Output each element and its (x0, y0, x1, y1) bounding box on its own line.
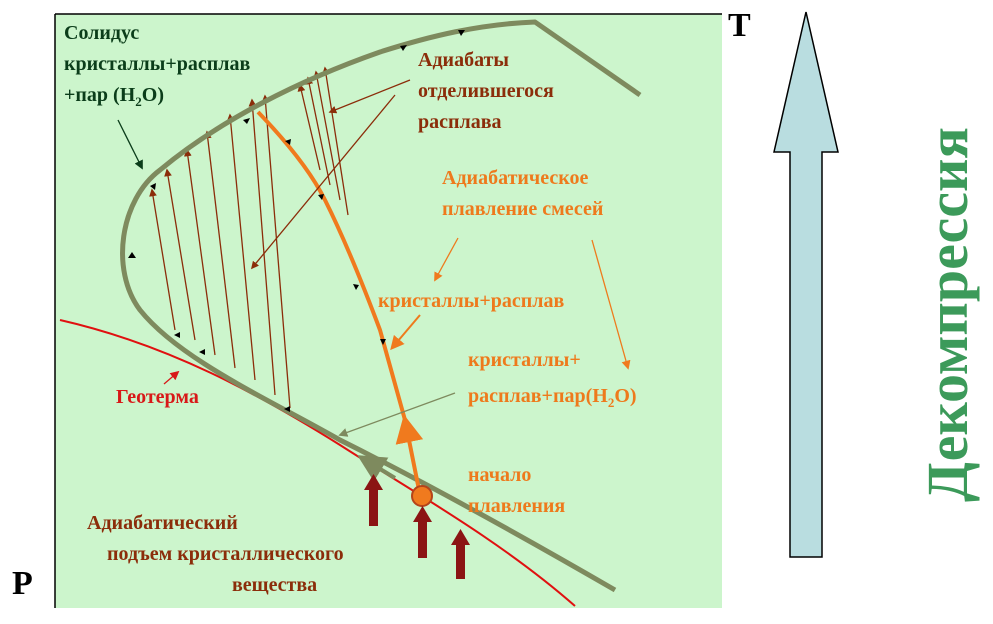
tick-arrow (150, 183, 156, 190)
ascent-label-line1: Адиабатический (87, 512, 238, 534)
geotherm-pointer (163, 370, 180, 385)
tick-arrow (174, 332, 180, 338)
crystals-melt-vapor-part: расплав+пар(H (468, 385, 608, 407)
tick-arrow (128, 252, 136, 258)
melting-pointer (591, 239, 631, 370)
ascent-label-line3: вещества (232, 574, 317, 596)
crystals-melt-vapor-part: O) (614, 385, 636, 407)
adiabat-line (164, 168, 196, 341)
solidus-label-line1: Солидус (64, 22, 139, 44)
adiabat-line (248, 98, 276, 396)
melt-trajectory (256, 110, 407, 421)
crystals-melt-vapor-pointer (338, 392, 456, 437)
adiabat-line (261, 94, 291, 409)
decompression-arrow (773, 11, 839, 558)
adiabatic-melting-path (395, 414, 424, 496)
ascent-label-line2: подъем кристаллического (107, 543, 344, 565)
melting-start-label-line1: начало (468, 464, 531, 486)
melting-start-label-line2: плавления (468, 495, 565, 517)
adiabat-line (322, 66, 349, 216)
axis-t-label: Т (728, 7, 751, 44)
tick-arrow (458, 30, 465, 36)
melting-start-point (411, 485, 433, 507)
adiabats-label-line2: отделившегося (418, 80, 554, 102)
adiabat-line (149, 188, 176, 331)
solidus-label-part: +пар (H (64, 84, 136, 106)
adiabat-line (297, 83, 321, 171)
tick-arrow (243, 118, 250, 124)
solidus-label-line2: кристаллы+расплав (64, 53, 250, 75)
adiabats-label-line3: расплава (418, 111, 502, 133)
adiabat-line (305, 76, 331, 186)
crystals-melt-pointer (390, 314, 421, 351)
ascent-arrows (364, 474, 470, 579)
solidus-entry-arrow (357, 455, 397, 482)
ascent-arrow-head (413, 506, 432, 522)
ascent-arrow (364, 474, 383, 526)
tick-arrow (318, 194, 324, 200)
ascent-arrow (451, 529, 470, 579)
crystals-melt-label: кристаллы+расплав (378, 290, 564, 312)
geotherm-curve (59, 319, 576, 607)
tick-arrow (380, 339, 386, 345)
tick-arrow (285, 139, 291, 145)
solidus-label-subscript: 2 (135, 94, 142, 109)
adiabats-label-line1: Адиабаты (418, 49, 509, 71)
melt-adiabats (149, 66, 349, 409)
tick-arrow (199, 349, 205, 355)
solidus-label-line3: +пар (H2O) (64, 84, 164, 109)
solidus-curve (120, 19, 642, 593)
crystals-melt-vapor-label-line1: кристаллы+ (468, 349, 581, 371)
solidus-label-part: O) (142, 84, 164, 106)
adiabat-line (203, 130, 236, 369)
ascent-arrow-shaft (418, 520, 427, 558)
solidus-pointer (117, 119, 143, 170)
adiabatic-melting-label-line1: Адиабатическое (442, 167, 588, 189)
geotherm-label: Геотерма (116, 386, 199, 408)
adiabat-line (226, 113, 256, 381)
axis-p-label: Р (12, 565, 33, 602)
tick-arrow (400, 45, 407, 51)
tick-arrow (284, 406, 290, 412)
melting-pointer (434, 237, 459, 282)
ascent-arrow-head (451, 529, 470, 545)
adiabatic-melting-label-line2: плавление смесей (442, 198, 603, 220)
ascent-arrow-shaft (369, 488, 378, 526)
adiabat-line (313, 70, 341, 201)
adiabat-line (183, 148, 216, 356)
diagram-panel (55, 14, 722, 608)
decompression-title: Декомпрессия (915, 127, 980, 502)
tick-arrow (353, 284, 359, 290)
crystals-melt-vapor-label-line2: расплав+пар(H2O) (468, 385, 637, 410)
ascent-arrow (413, 506, 432, 558)
crystals-melt-vapor-subscript: 2 (608, 395, 615, 410)
adiabats-pointer (328, 79, 411, 114)
ascent-arrow-shaft (456, 543, 465, 579)
ascent-arrow-head (364, 474, 383, 490)
melt-direction-ticks (285, 139, 386, 345)
adiabats-pointer (251, 94, 396, 270)
solidus-direction-ticks (128, 30, 465, 412)
